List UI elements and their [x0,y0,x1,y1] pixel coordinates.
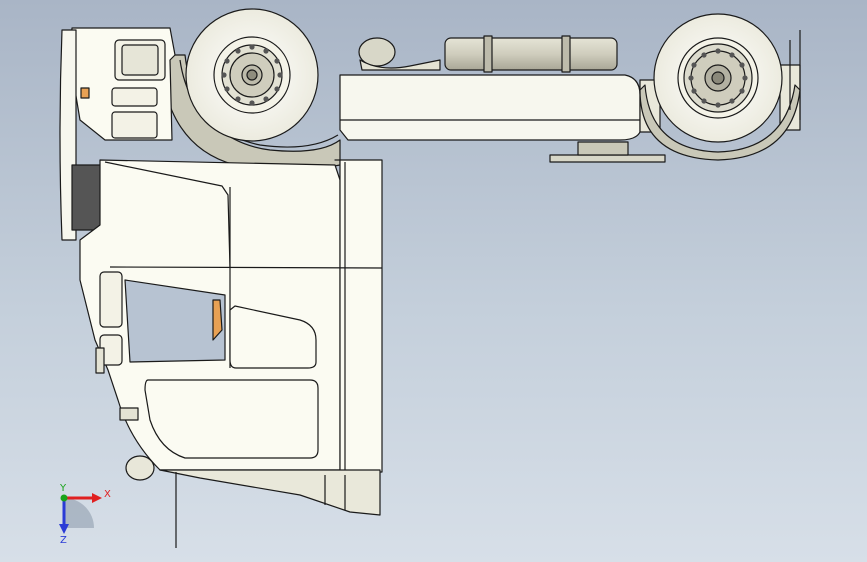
grille-slot-3 [111,111,158,139]
grille-slot-2 [111,87,158,107]
interior-seat [212,299,223,341]
x-axis-arrow [64,493,102,503]
side-window [124,279,226,363]
y-axis-label: Y [59,483,67,494]
bumper-light [80,87,90,99]
tank-strap-1 [483,35,493,73]
z-axis-arrow [59,498,69,534]
front-lug-nuts [221,44,283,106]
triad-shadow [64,498,94,528]
y-axis-point [60,494,68,502]
mirror-upper [99,271,123,328]
tow-hook [125,455,155,481]
lower-door-panel [144,379,319,459]
door-panel-upper [104,161,231,269]
z-axis-label: Z [60,535,67,546]
x-axis-label: X [104,489,111,500]
rear-door-panel [229,305,317,369]
rear-lug-nuts [688,48,748,108]
mudflap-mount [359,59,441,71]
tank-strap-2 [561,35,571,73]
